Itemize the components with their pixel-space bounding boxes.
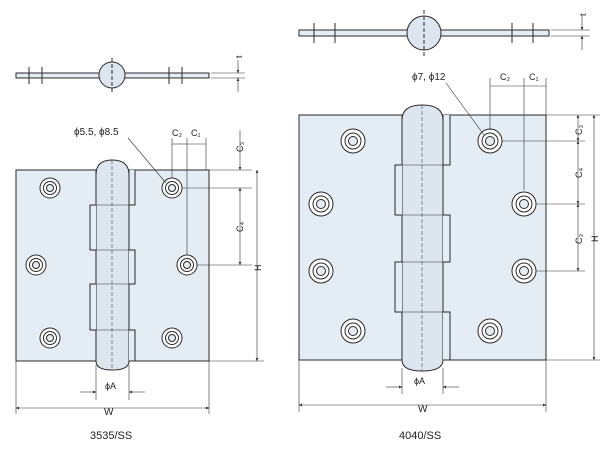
screw-hole (161, 177, 183, 199)
dim-label-t: t (234, 55, 244, 58)
dim-label-h: H (253, 265, 263, 272)
screw-hole (161, 327, 183, 349)
hinge-4040-dim-labels: C₂ C₁ C₃ C₄ C₃ H t ϕA W ϕ7, ϕ12 (412, 13, 600, 415)
screw-hole (340, 318, 366, 344)
model-label-4040: 4040/SS (399, 430, 442, 442)
hinge-4040-side-view (298, 10, 590, 56)
screw-hole (25, 254, 47, 276)
hinge-4040-front-view (298, 104, 547, 372)
dim-label-t: t (578, 13, 588, 16)
screw-hole (511, 191, 537, 217)
dim-label-c3: C₃ (235, 142, 245, 152)
dim-label-w: W (104, 407, 114, 418)
screw-hole (39, 327, 61, 349)
screw-hole (308, 191, 334, 217)
hinge-3535-dimensions (15, 130, 264, 414)
dim-label-c2: C₂ (172, 128, 182, 138)
dim-label-h: H (590, 236, 600, 243)
left-leaf (298, 114, 403, 361)
screw-hole (477, 128, 503, 154)
screw-hole (176, 254, 198, 276)
dim-label-c1: C₁ (529, 72, 539, 82)
dim-label-phiA: ϕA (414, 376, 425, 386)
knuckle (401, 104, 444, 372)
right-leaf (442, 114, 547, 361)
dim-label-phiA: ϕA (105, 381, 116, 391)
dim-label-c3: C₃ (574, 125, 584, 135)
dim-label-w: W (418, 404, 428, 415)
screw-hole (477, 318, 503, 344)
knuckle (95, 159, 130, 371)
screw-hole (340, 128, 366, 154)
hinge-3535-screw-holes (25, 177, 198, 349)
hinge-3535-dim-labels: C₂ C₁ C₃ C₄ H t ϕA W ϕ5.5, ϕ8.5 (74, 55, 263, 418)
dim-label-c4: C₄ (235, 222, 245, 232)
dim-label-c4: C₄ (574, 168, 584, 178)
hinge-4040-dimensions (298, 78, 600, 412)
screw-hole (39, 177, 61, 199)
hinge-3535-side-view (15, 58, 245, 92)
hinge-4040-screw-holes (308, 128, 537, 344)
dim-label-c3-lower: C₃ (574, 234, 584, 244)
hole-spec-label: ϕ7, ϕ12 (412, 72, 446, 83)
model-label-3535: 3535/SS (90, 430, 133, 442)
screw-hole (308, 258, 334, 284)
hole-spec-label: ϕ5.5, ϕ8.5 (74, 127, 119, 138)
dim-label-c1: C₁ (191, 128, 201, 138)
dim-label-c2: C₂ (500, 72, 510, 82)
screw-hole (511, 258, 537, 284)
